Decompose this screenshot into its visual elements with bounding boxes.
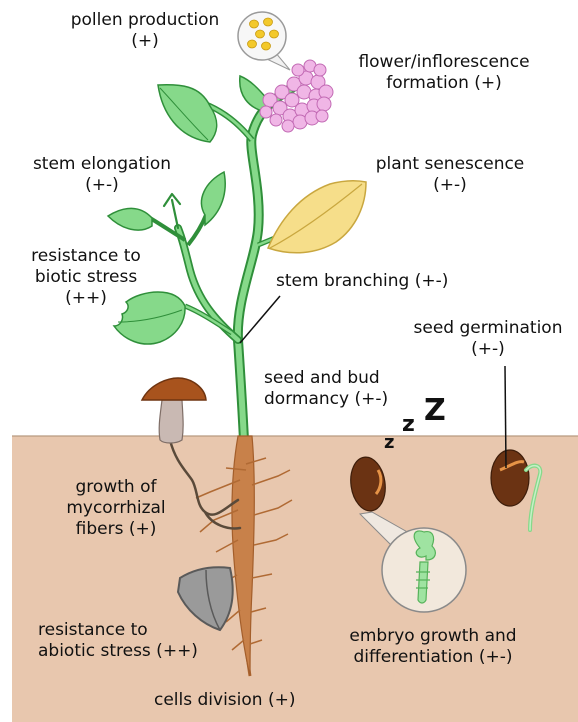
label-line: growth of xyxy=(48,477,184,498)
label-line: flower/inflorescence xyxy=(334,52,554,73)
label-stem-branching: stem branching (+-) xyxy=(276,271,448,292)
label-line: abiotic stress (++) xyxy=(38,641,198,662)
label-stem-elongation: stem elongation (+-) xyxy=(22,154,182,196)
label-line: resistance to xyxy=(6,246,166,267)
label-line: embryo growth and xyxy=(330,626,536,647)
label-line: (++) xyxy=(6,288,166,309)
senescent-leaf xyxy=(268,181,366,253)
label-line: stem branching (+-) xyxy=(276,271,448,292)
label-line: (+-) xyxy=(360,175,540,196)
label-abiotic-stress: resistance to abiotic stress (++) xyxy=(38,620,198,662)
label-flower-formation: flower/inflorescence formation (+) xyxy=(334,52,554,94)
label-line: pollen production xyxy=(60,10,230,31)
label-cells-division: cells division (+) xyxy=(154,690,295,711)
label-line: stem elongation xyxy=(22,154,182,175)
label-line: mycorrhizal xyxy=(48,498,184,519)
sleep-z-medium: z xyxy=(402,414,415,435)
label-line: resistance to xyxy=(38,620,198,641)
sleep-z-small: z xyxy=(384,432,394,453)
sleep-z-large: Z xyxy=(424,394,446,428)
label-plant-senescence: plant senescence (+-) xyxy=(360,154,540,196)
label-seed-germination: seed germination (+-) xyxy=(400,318,576,360)
label-seed-dormancy: seed and bud dormancy (+-) xyxy=(264,368,388,410)
label-pollen-production: pollen production (+) xyxy=(60,10,230,52)
leaf-mid-right xyxy=(201,172,225,225)
leaf-upper-left xyxy=(158,85,217,142)
flower-cluster xyxy=(260,60,333,132)
label-line: seed and bud xyxy=(264,368,388,389)
germination-pointer xyxy=(505,366,506,468)
label-line: cells division (+) xyxy=(154,690,295,711)
label-line: formation (+) xyxy=(334,73,554,94)
stem-tip-arrow xyxy=(164,194,180,228)
label-embryo-growth: embryo growth and differentiation (+-) xyxy=(330,626,536,668)
label-line: differentiation (+-) xyxy=(330,647,536,668)
label-line: biotic stress xyxy=(6,267,166,288)
label-line: seed germination xyxy=(400,318,576,339)
label-line: plant senescence xyxy=(360,154,540,175)
label-mycorrhizal-growth: growth of mycorrhizal fibers (+) xyxy=(48,477,184,540)
label-line: dormancy (+-) xyxy=(264,389,388,410)
label-line: fibers (+) xyxy=(48,519,184,540)
label-biotic-stress: resistance to biotic stress (++) xyxy=(6,246,166,309)
label-line: (+) xyxy=(60,31,230,52)
label-line: (+-) xyxy=(22,175,182,196)
leaf-mid-left xyxy=(108,208,152,230)
mushroom xyxy=(142,378,206,443)
label-line: (+-) xyxy=(400,339,576,360)
